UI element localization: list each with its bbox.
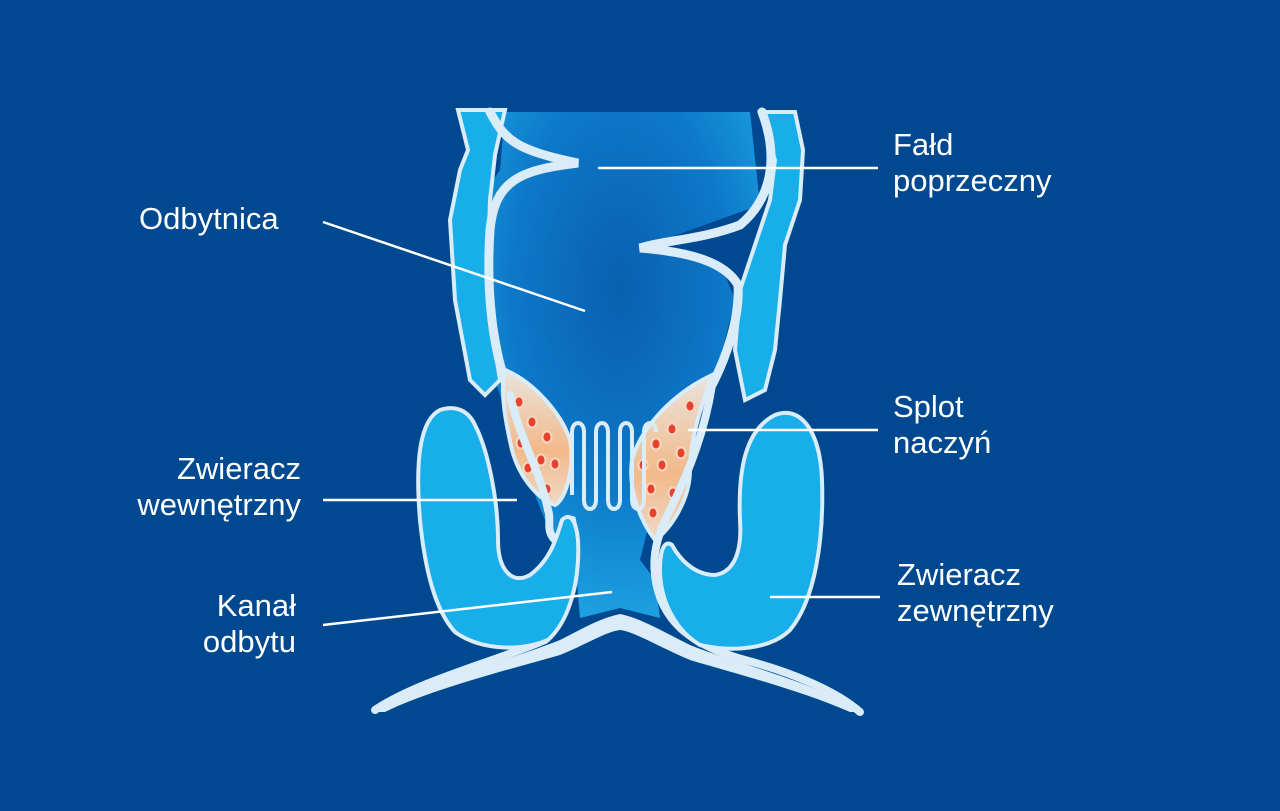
anal-columns [570,421,658,511]
label-transverse-fold: Fałd poprzeczny [893,127,1052,198]
right-mucosa [638,107,776,390]
label-external-sphincter: Zwieracz zewnętrzny [897,557,1054,628]
leader-lines [322,166,880,627]
left-external-sphincter [416,406,581,650]
right-external-sphincter [657,410,825,651]
label-rectum: Odbytnica [139,201,279,236]
label-vascular-plexus: Splot naczyń [893,389,992,460]
label-internal-sphincter: Zwieracz wewnętrzny [137,451,301,522]
leader-anal-canal [322,590,613,627]
leader-rectum [322,220,586,313]
right-rectal-wall [732,110,806,403]
left-mucosa [484,107,579,400]
right-vessel-dots [637,399,696,520]
label-anal-canal: Kanał odbytu [202,588,296,659]
right-canal-lining [650,381,864,716]
